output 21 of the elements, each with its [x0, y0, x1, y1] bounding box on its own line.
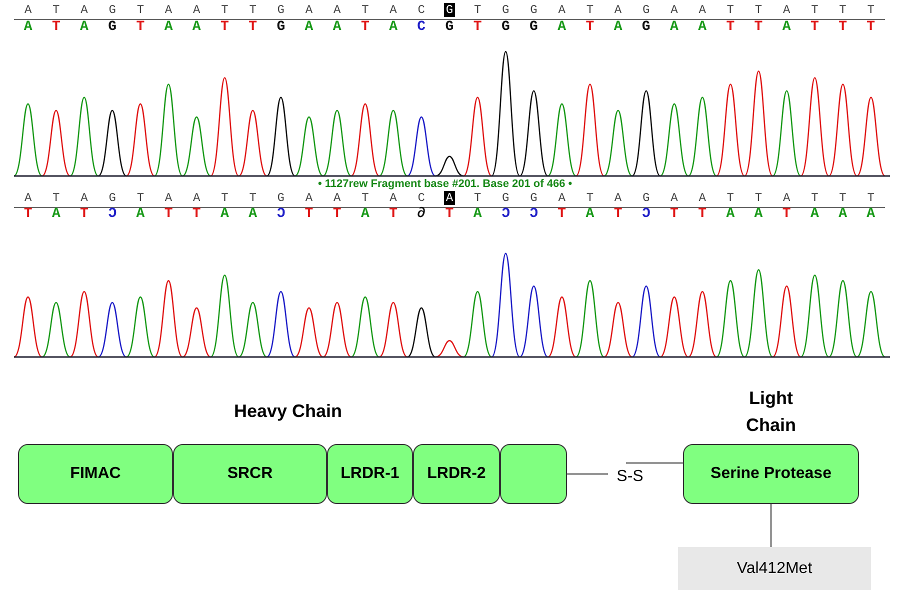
domain-label: LRDR-2: [427, 464, 486, 484]
domain-box: [500, 444, 567, 504]
domain-box: [413, 444, 500, 504]
chain-heading: Heavy Chain: [232, 400, 344, 423]
connector-line: [770, 504, 772, 548]
bond-label: S-S: [608, 466, 652, 488]
domain-label: SRCR: [227, 464, 273, 484]
domain-box: [173, 444, 327, 504]
domain-box: [18, 444, 173, 504]
domain-label: LRDR-1: [340, 464, 400, 484]
domain-label: Serine Protease: [710, 464, 832, 484]
chain-heading: Light Chain: [744, 387, 797, 437]
base-call-row: A T A G T A A T T G A A T A C A T G G A T A G A A T T A T T T: [14, 189, 885, 208]
trace-info-text: • 1127rew Fragment base #201. Base 201 of 466 •: [318, 179, 572, 190]
domain-label: FIMAC: [70, 464, 121, 484]
domain-box: [327, 444, 413, 504]
connector-line: [626, 462, 684, 464]
mutation-box: Val412Met: [678, 547, 871, 590]
base-call-row-text: T A T Ɔ A T T A A Ɔ T T A T ∂ T A Ɔ Ɔ T A T Ɔ T T A A T A A A: [22, 205, 876, 224]
base-call-row-text: A T A G T A A T T G A A T A C G T G G A T A G A A T T A T T T: [22, 18, 876, 37]
base-call-row: A T A G T A A T T G A A T A C G T G G A T A G A A T T A T T T: [14, 1, 885, 20]
